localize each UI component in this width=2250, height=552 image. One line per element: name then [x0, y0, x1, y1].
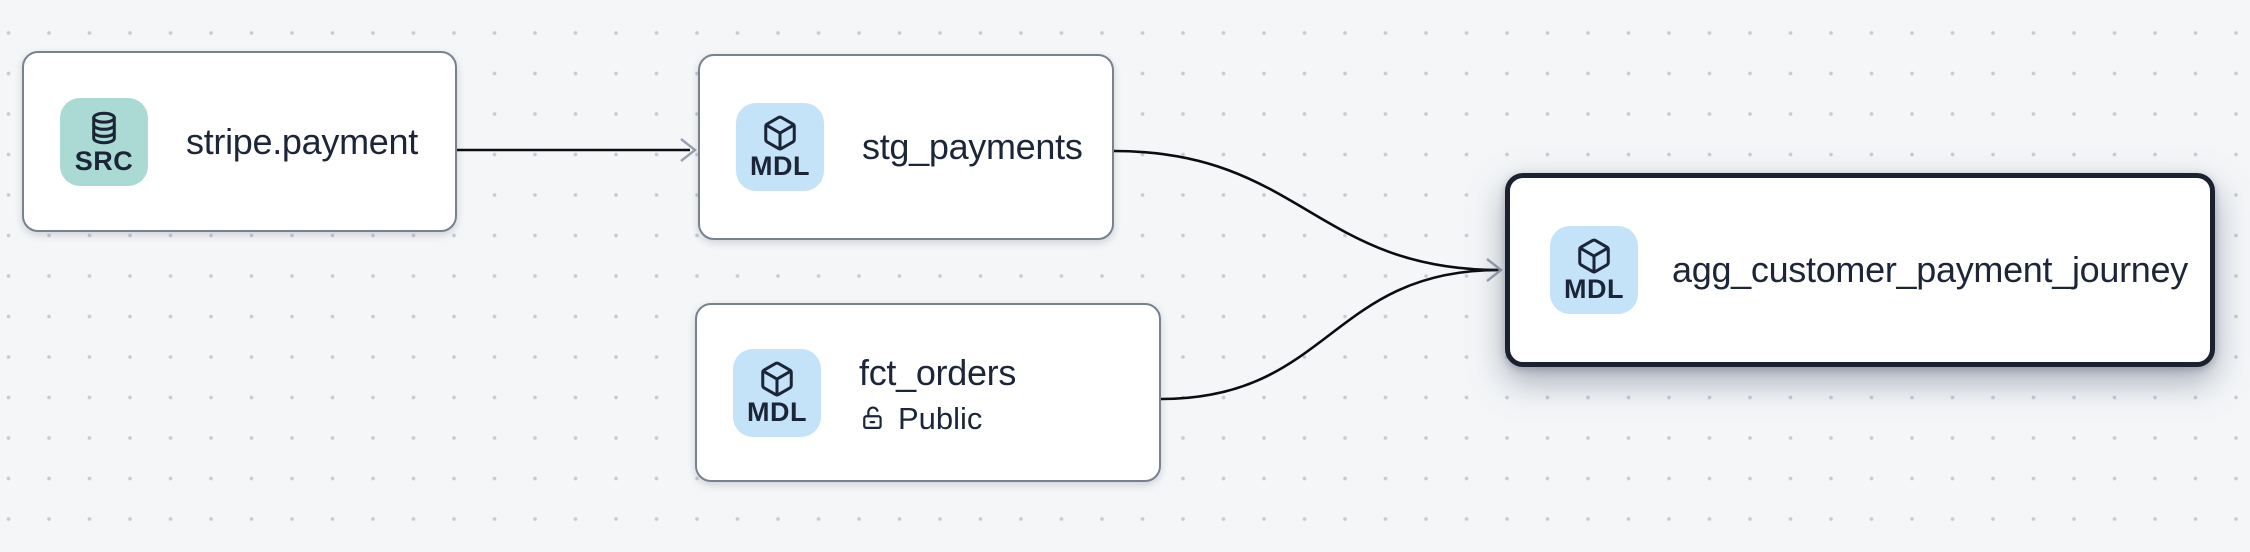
- node-title: agg_customer_payment_journey: [1672, 249, 2188, 290]
- node-title: fct_orders: [859, 351, 1017, 393]
- badge-label: MDL: [750, 151, 810, 181]
- badge-label: MDL: [1564, 274, 1624, 304]
- cube-icon: [1578, 238, 1610, 274]
- model-type-badge: MDL: [733, 348, 821, 437]
- node-stg-payments[interactable]: MDL stg_payments: [698, 54, 1114, 240]
- unlock-icon: [863, 406, 882, 430]
- node-fct-orders[interactable]: MDL fct_orders Public: [695, 303, 1161, 482]
- badge-label: MDL: [747, 396, 807, 427]
- cube-icon: [761, 361, 793, 396]
- source-type-badge: SRC: [60, 97, 148, 186]
- badge-label: SRC: [74, 145, 134, 176]
- node-agg-customer-payment-journey[interactable]: MDL agg_customer_payment_journey: [1505, 173, 2215, 367]
- model-type-badge: MDL: [1550, 226, 1638, 314]
- arrowhead-icon: [680, 138, 697, 162]
- edge-stg-payments-to-agg-customer-payment-journey: [1113, 149, 1500, 272]
- cube-icon: [764, 115, 796, 151]
- node-stripe-payment[interactable]: SRC stripe.payment: [22, 51, 457, 232]
- node-title: stg_payments: [862, 126, 1083, 167]
- edge-fct-orders-to-agg-customer-payment-journey: [1160, 268, 1500, 401]
- arrowhead-icon: [1486, 258, 1503, 282]
- access-row: Public: [859, 403, 1016, 434]
- database-icon: [92, 111, 116, 144]
- access-label: Public: [898, 400, 983, 436]
- node-title: stripe.payment: [186, 120, 418, 162]
- model-type-badge: MDL: [736, 103, 824, 191]
